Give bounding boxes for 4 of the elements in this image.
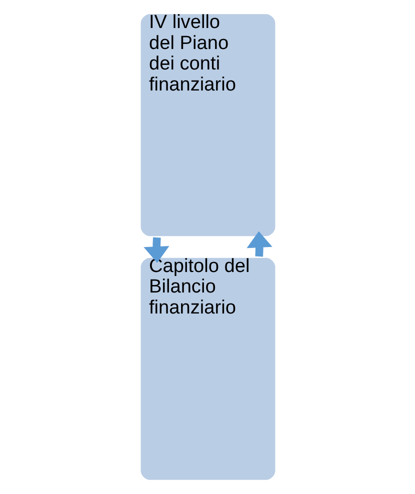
node-box: IV livello del Piano dei conti finanziario (138, 11, 278, 239)
node-box: Capitolo del Bilancio finanziario (138, 255, 278, 483)
arrow (246, 231, 272, 257)
arrow (143, 237, 169, 263)
